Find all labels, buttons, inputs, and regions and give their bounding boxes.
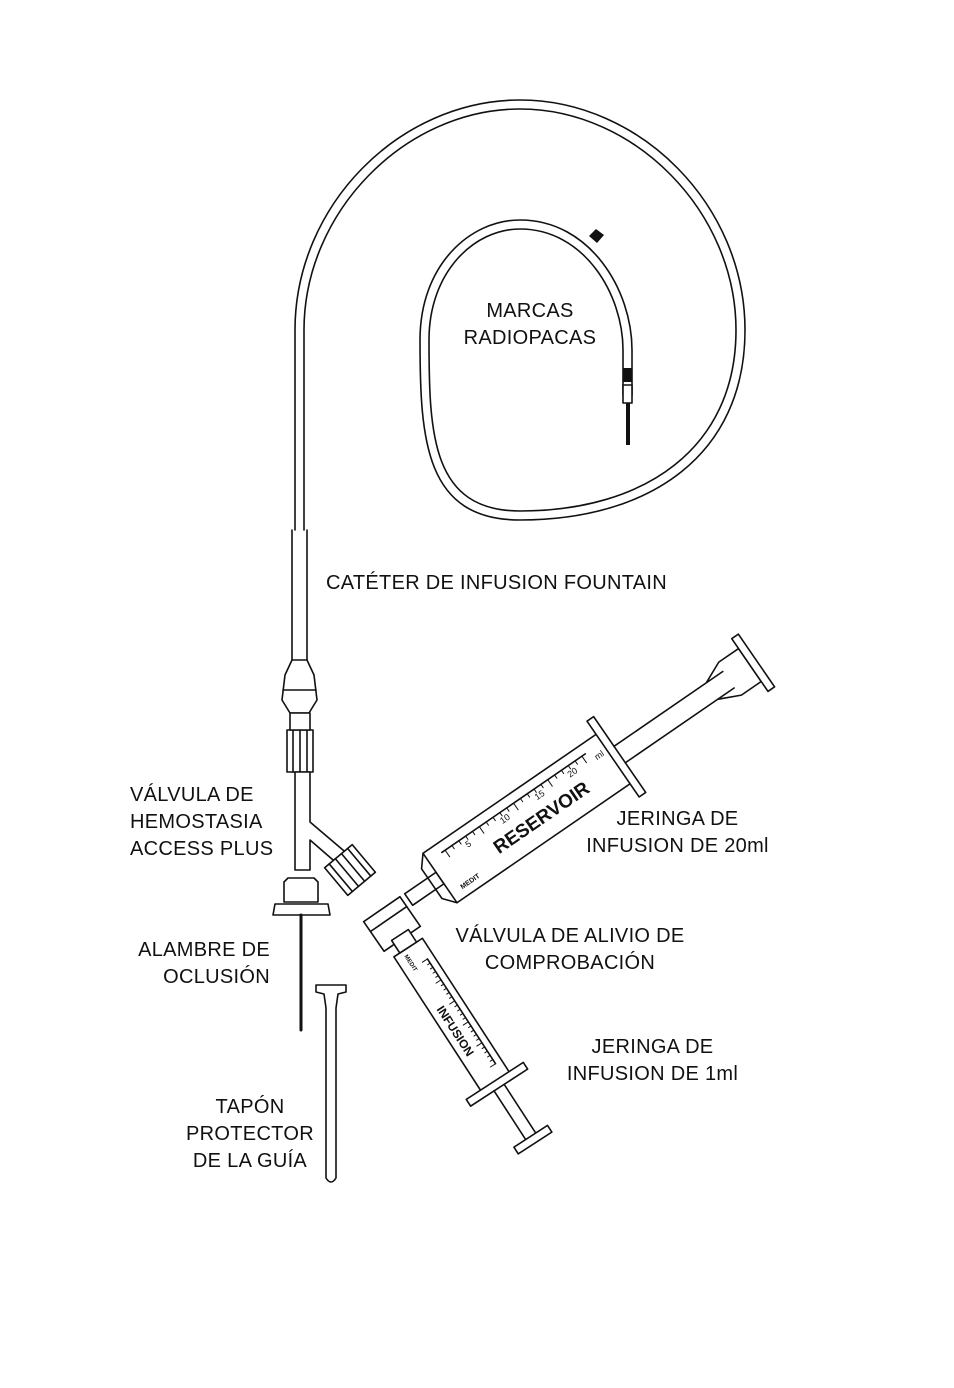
label-line: MARCAS — [455, 298, 605, 325]
label-valvula-alivio: VÁLVULA DE ALIVIO DE COMPROBACIÓN — [450, 923, 690, 977]
label-line: ACCESS PLUS — [130, 836, 273, 863]
label-line: VÁLVULA DE ALIVIO DE — [450, 923, 690, 950]
catheter-tip-segment — [623, 385, 632, 403]
label-line: ALAMBRE DE — [120, 937, 270, 964]
label-line: RADIOPACAS — [455, 325, 605, 352]
syringe-20-thumb-press — [732, 634, 775, 691]
label-marcas-radiopacas: MARCAS RADIOPACAS — [455, 298, 605, 352]
catheter-hub — [282, 660, 317, 713]
hemostasis-valve-cap — [284, 878, 318, 902]
label-line: COMPROBACIÓN — [450, 950, 690, 977]
radiopaque-marker-1 — [589, 229, 604, 243]
label-line: TAPÓN — [180, 1094, 320, 1121]
syringe-1-plunger — [494, 1084, 536, 1139]
luer-lock-collar — [290, 713, 310, 730]
label-jeringa-1ml: JERINGA DE INFUSION DE 1ml — [555, 1034, 750, 1088]
label-valvula-hemostasia: VÁLVULA DE HEMOSTASIA ACCESS PLUS — [130, 782, 273, 863]
syringe-20-nozzle — [405, 872, 444, 905]
syringe-20-plunger — [608, 649, 761, 771]
label-line: CATÉTER DE INFUSION FOUNTAIN — [326, 570, 667, 597]
label-line: VÁLVULA DE — [130, 782, 273, 809]
label-line: PROTECTOR — [180, 1121, 320, 1148]
label-line: HEMOSTASIA — [130, 809, 273, 836]
label-line: JERINGA DE — [555, 1034, 750, 1061]
label-line: INFUSION DE 1ml — [555, 1061, 750, 1088]
catheter-thick-section — [292, 530, 307, 660]
label-tapon-protector: TAPÓN PROTECTOR DE LA GUÍA — [180, 1094, 320, 1175]
label-jeringa-20ml: JERINGA DE INFUSION DE 20ml — [570, 806, 785, 860]
label-line: DE LA GUÍA — [180, 1148, 320, 1175]
label-alambre-oclusion: ALAMBRE DE OCLUSIÓN — [120, 937, 270, 991]
label-line: INFUSION DE 20ml — [570, 833, 785, 860]
hemostasis-valve-flange — [273, 904, 330, 915]
label-line: OCLUSIÓN — [120, 964, 270, 991]
guide-protector-cap — [316, 985, 346, 1182]
radiopaque-marker-2 — [623, 368, 632, 382]
label-line: JERINGA DE — [570, 806, 785, 833]
catheter-tip-wire — [626, 403, 630, 445]
label-cateter-infusion: CATÉTER DE INFUSION FOUNTAIN — [326, 570, 667, 597]
